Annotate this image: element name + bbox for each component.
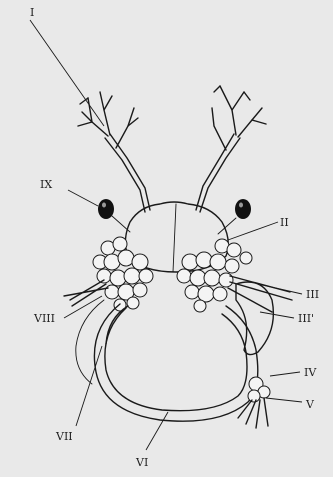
right-lobe-cluster bbox=[177, 239, 252, 312]
outer-commissure bbox=[94, 304, 257, 421]
label-II: II bbox=[280, 216, 289, 229]
label-VIII: VIII bbox=[33, 312, 55, 325]
right-nerves bbox=[228, 276, 292, 312]
small-ganglion bbox=[238, 377, 270, 428]
inner-connective bbox=[106, 306, 128, 344]
label-VII: VII bbox=[55, 430, 73, 443]
label-IV: IV bbox=[304, 366, 317, 379]
left-lobe-cluster bbox=[93, 237, 153, 311]
label-III: III bbox=[306, 288, 319, 301]
label-III-prime: III' bbox=[298, 312, 314, 325]
right-eye-spot bbox=[235, 199, 251, 219]
left-eye-spot bbox=[98, 199, 114, 219]
label-IX: IX bbox=[40, 178, 52, 191]
label-VI: VI bbox=[135, 456, 148, 469]
label-I: I bbox=[30, 6, 34, 19]
right-branched-process bbox=[196, 86, 266, 212]
left-branched-process bbox=[78, 92, 150, 212]
label-V: V bbox=[305, 398, 315, 411]
